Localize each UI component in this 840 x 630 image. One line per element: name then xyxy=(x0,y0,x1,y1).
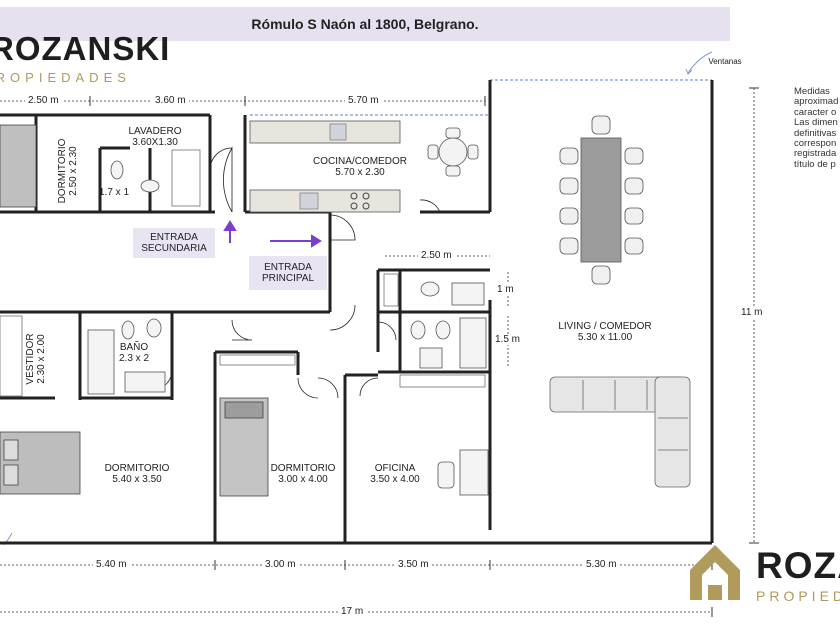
room-dormitorio-top: DORMITORIO 2.50 x 2.30 xyxy=(57,126,79,216)
room-size: 2.50 x 2.30 xyxy=(68,146,79,196)
room-name: COCINA/COMEDOR xyxy=(313,156,407,167)
dining-table xyxy=(559,115,644,285)
closets xyxy=(0,149,486,397)
entry-arrows xyxy=(223,220,322,248)
dim-one-m: 1 m xyxy=(494,284,517,295)
room-name: OFICINA xyxy=(374,463,416,474)
room-name: LIVING / COMEDOR xyxy=(558,321,652,332)
room-cocina: COCINA/COMEDOR 5.70 x 2.30 xyxy=(300,156,420,178)
dim-bottom-5-30: 5.30 m xyxy=(583,559,620,570)
room-oficina: OFICINA 3.50 x 4.00 xyxy=(355,463,435,485)
dim-bottom-3-00: 3.00 m xyxy=(262,559,299,570)
kitchen-counters xyxy=(249,120,401,213)
dim-top-5-70: 5.70 m xyxy=(345,95,382,106)
entry-line: ENTRADA xyxy=(264,262,312,273)
dim-total-17: 17 m xyxy=(338,606,367,617)
disclaimer-line: definitivas xyxy=(794,127,837,139)
brand-logo-bottom-name: ROZA xyxy=(756,545,840,586)
dim-bottom-5-40: 5.40 m xyxy=(93,559,130,570)
room-small-bath: 1.7 x 1 xyxy=(98,187,130,198)
walls xyxy=(0,80,714,545)
room-dormitorio-main: DORMITORIO 5.40 x 3.50 xyxy=(92,463,182,485)
ventanas-label: Ventanas xyxy=(708,57,742,66)
room-lavadero: LAVADERO 3.60X1.30 xyxy=(110,126,200,148)
address-title: Rómulo S Naón al 1800, Belgrano. xyxy=(251,16,479,32)
room-size: 3.60X1.30 xyxy=(132,137,178,148)
room-vestidor: VESTIDOR 2.30 x 2.00 xyxy=(25,329,47,389)
brand-logo-bottom-tagline: PROPIED xyxy=(756,588,840,604)
disclaimer-line: caracter o xyxy=(794,106,837,118)
disclaimer-line: correspon xyxy=(794,138,837,150)
room-name: DORMITORIO xyxy=(57,138,68,204)
entry-line: ENTRADA xyxy=(150,232,198,243)
room-name: DORMITORIO xyxy=(104,463,170,474)
dim-top-2-50: 2.50 m xyxy=(25,95,62,106)
disclaimer-line: aproximad xyxy=(794,96,839,108)
room-name: VESTIDOR xyxy=(25,333,36,385)
entrada-principal-label: ENTRADA PRINCIPAL xyxy=(249,256,327,290)
room-dormitorio-mid: DORMITORIO 3.00 x 4.00 xyxy=(258,463,348,485)
dim-top-3-60: 3.60 m xyxy=(152,95,189,106)
entrada-secundaria-label: ENTRADA SECUNDARIA xyxy=(133,228,215,258)
door-swings xyxy=(151,146,441,399)
room-name: DORMITORIO xyxy=(270,463,336,474)
l-sofa xyxy=(549,376,691,488)
room-size: 3.50 x 4.00 xyxy=(370,474,420,485)
dim-height-11: 11 m xyxy=(738,307,766,318)
round-table xyxy=(427,127,479,177)
dim-one-five-m: 1.5 m xyxy=(492,334,524,345)
room-size: 5.70 x 2.30 xyxy=(335,167,385,178)
room-size: 5.30 x 11.00 xyxy=(577,332,633,343)
bathroom-fixtures xyxy=(87,160,487,395)
disclaimer-line: Las dimen xyxy=(794,117,838,129)
beds xyxy=(0,124,269,497)
entry-line: PRINCIPAL xyxy=(261,273,315,284)
brand-logo-name: ROZANSKI xyxy=(0,30,171,67)
room-bano: BAÑO 2.3 x 2 xyxy=(114,342,154,364)
dim-inner-2-50: 2.50 m xyxy=(418,250,455,261)
disclaimer-line: registrada xyxy=(794,148,837,160)
disclaimer-line: título de p xyxy=(794,158,836,170)
room-living: LIVING / COMEDOR 5.30 x 11.00 xyxy=(545,321,665,343)
brand-logo-mark xyxy=(690,545,740,600)
brand-logo-tagline: PROPIEDADES xyxy=(0,70,131,85)
address-header-bar xyxy=(0,7,730,41)
room-size: 2.30 x 2.00 xyxy=(36,334,47,384)
windows-pointer-arrow xyxy=(687,51,713,74)
office-desk xyxy=(437,449,489,496)
room-size: 5.40 x 3.50 xyxy=(112,474,162,485)
room-name: BAÑO xyxy=(119,342,149,353)
entry-line: SECUNDARIA xyxy=(141,243,207,254)
room-size: 2.3 x 2 xyxy=(118,353,150,364)
dim-bottom-3-50: 3.50 m xyxy=(395,559,432,570)
room-size: 3.00 x 4.00 xyxy=(278,474,328,485)
disclaimer-line: Medidas xyxy=(794,87,830,97)
measurements-disclaimer: Medidas aproximad caracter o Las dimen d… xyxy=(794,87,840,170)
room-name: LAVADERO xyxy=(128,126,182,137)
